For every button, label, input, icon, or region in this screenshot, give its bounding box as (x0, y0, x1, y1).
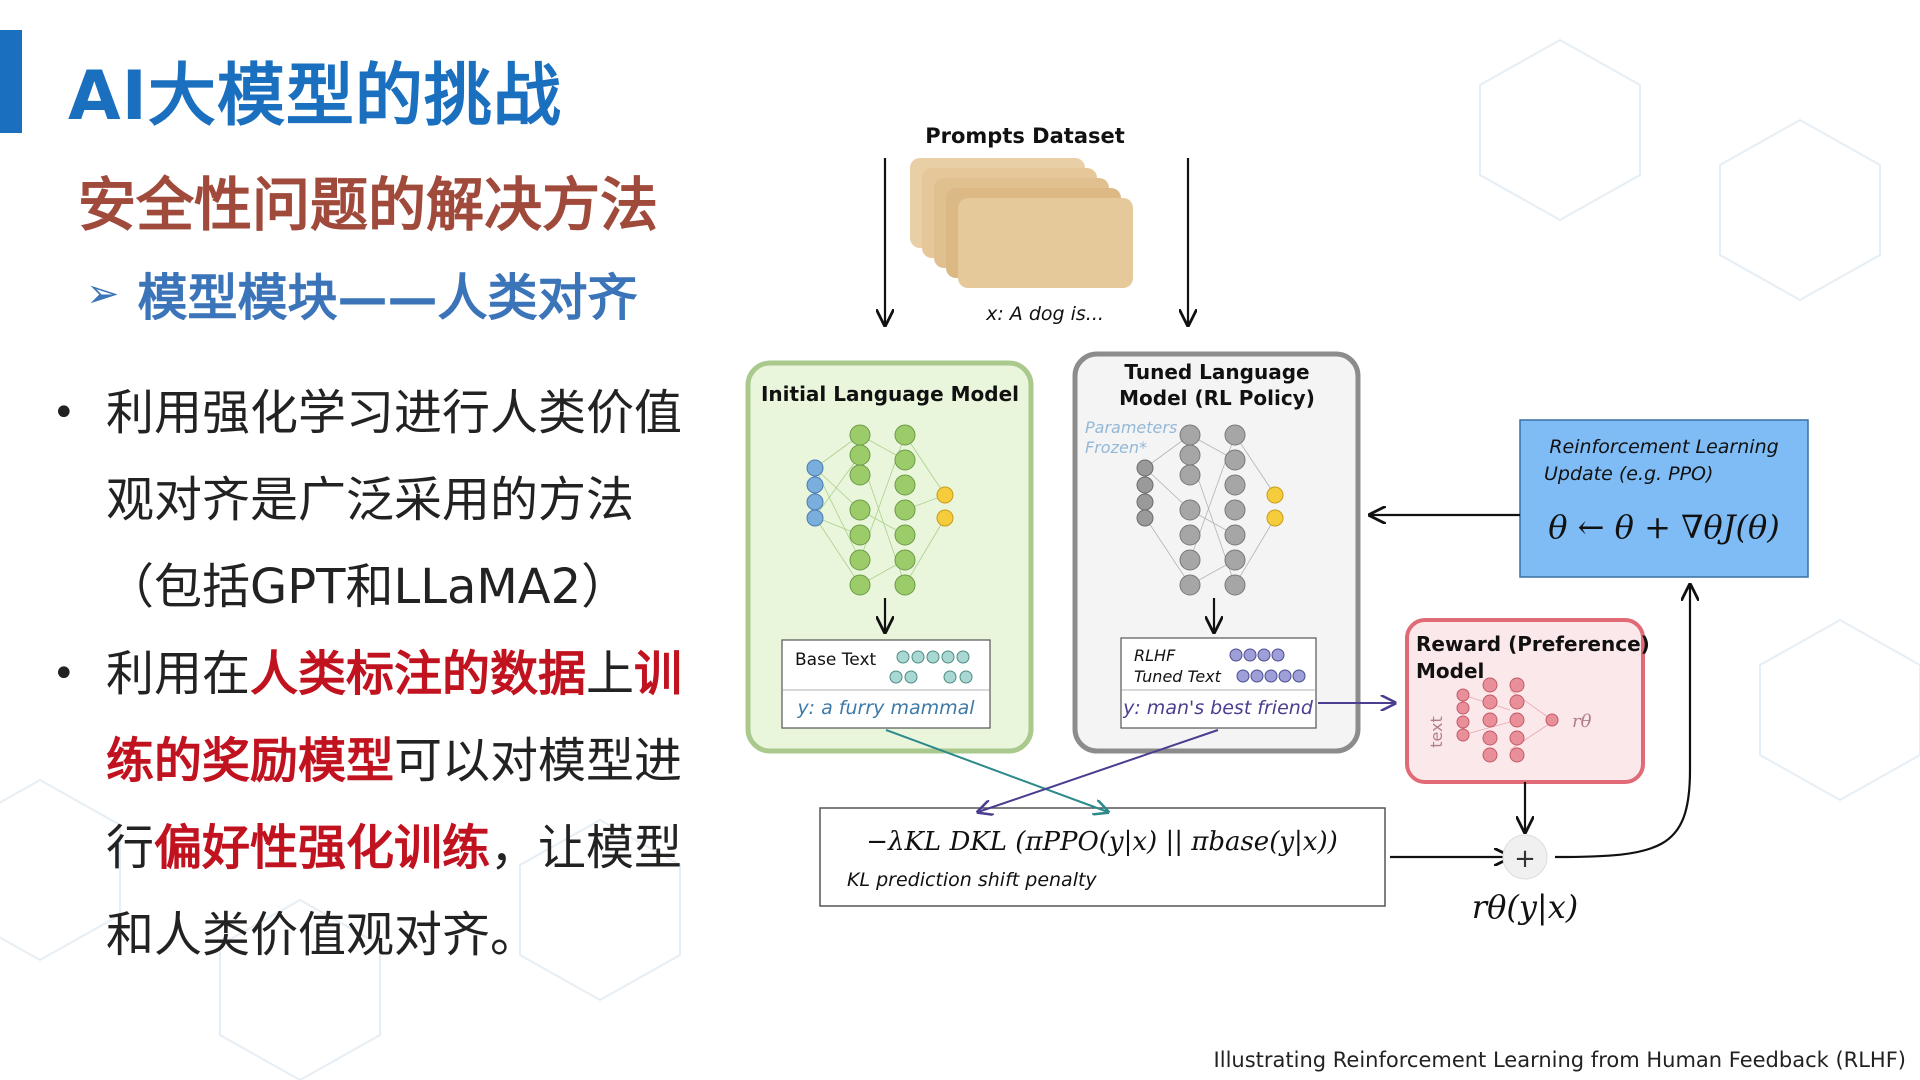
figure-caption: Illustrating Reinforcement Learning from… (1213, 1048, 1906, 1072)
rl-update-title-line-1: Reinforcement Learning (1549, 436, 1778, 458)
slide-title: AI大模型的挑战 (68, 57, 562, 136)
rlhf-diagram: Prompts Dataset x: A dog is... Initial L… (745, 124, 1809, 926)
bullet-1-line-1: 利用强化学习进行人类价值 (106, 385, 683, 441)
sum-symbol: + (1514, 844, 1536, 874)
rl-update-formula: θ ← θ + ∇θJ(θ) (1548, 508, 1780, 546)
reward-network-icon (1456, 677, 1559, 763)
tuned-lm-title-line-1: Tuned Language (1124, 360, 1309, 384)
bullet-2-line-2: 练的奖励模型可以对模型进 (106, 718, 698, 805)
highlight-text: 人类标注的数据 (250, 646, 587, 702)
arrow-initial-output-to-kl (885, 729, 1108, 812)
title-accent-bar (0, 30, 22, 133)
bullet-list: • 利用强化学习进行人类价值 观对齐是广泛采用的方法 （包括GPT和LLaMA2… (48, 370, 698, 979)
reward-output-symbol: rθ (1572, 711, 1592, 732)
token-icons (889, 650, 973, 684)
bullet-2-line-1: 利用在人类标注的数据上训 (106, 631, 698, 718)
rl-update-title-line-2: Update (e.g. PPO) (1544, 463, 1713, 485)
text: 利用在 (106, 646, 251, 702)
tuned-output-text: y: man's best friend (1122, 697, 1314, 719)
arrow-sum-to-rl (1554, 585, 1690, 859)
tuned-lm-title-line-2: Model (RL Policy) (1119, 386, 1315, 410)
initial-lm-title: Initial Language Model (761, 382, 1019, 406)
frozen-note-line-1: Parameters (1085, 418, 1177, 437)
bullet-item-1: • 利用强化学习进行人类价值 观对齐是广泛采用的方法 （包括GPT和LLaMA2… (48, 370, 698, 631)
text: 行 (106, 820, 155, 876)
arrow-bullet-icon: ➢ (86, 271, 120, 317)
kl-label: KL prediction shift penalty (847, 869, 1097, 891)
reward-input-label: text (1427, 716, 1446, 748)
highlight-text: 练的奖励模型 (106, 733, 395, 789)
reward-title-line-2: Model (1416, 659, 1484, 683)
token-icons (1229, 648, 1306, 683)
slide-subtitle: 安全性问题的解决方法 (78, 171, 659, 239)
initial-output-text: y: a furry mammal (796, 697, 975, 719)
highlight-text: 偏好性强化训练 (154, 820, 491, 876)
tuned-output-label-line-2: Tuned Text (1134, 667, 1222, 686)
highlight-text: 训 (634, 646, 683, 702)
text: 可以对模型进 (394, 733, 683, 789)
initial-output-label: Base Text (795, 650, 877, 670)
sum-node (1502, 834, 1548, 880)
section-heading-text: 模型模块——人类对齐 (137, 269, 638, 327)
prompt-example: x: A dog is... (985, 303, 1104, 325)
tuned-output-label-line-1: RLHF (1134, 646, 1176, 665)
rl-update-box (1519, 419, 1809, 578)
bullet-2-line-4: 和人类价值观对齐。 (106, 907, 539, 963)
bullet-1-line-2: 观对齐是广泛采用的方法 (106, 472, 635, 528)
frozen-note-line-2: Frozen* (1085, 438, 1147, 457)
prompts-stack-icon (910, 158, 1133, 288)
tuned-network-icon (1136, 424, 1284, 596)
bullet-item-2: • 利用在人类标注的数据上训 练的奖励模型可以对模型进 行偏好性强化训练，让模型… (48, 631, 698, 979)
prompts-dataset-title: Prompts Dataset (925, 124, 1125, 148)
kl-formula: −λKL DKL (πPPO(y|x) || πbase(y|x)) (866, 827, 1338, 857)
initial-output-box (781, 639, 991, 729)
arrow-tuned-output-to-kl (978, 729, 1219, 812)
kl-penalty-box (819, 807, 1386, 907)
reward-signal: rθ(y|x) (1472, 888, 1578, 926)
bullet-2-line-3: 行偏好性强化训练，让模型 (106, 805, 698, 892)
bullet-dot: • (52, 390, 76, 436)
text: 上 (586, 646, 635, 702)
reward-title-line-1: Reward (Preference) (1416, 632, 1650, 656)
bullet-dot: • (52, 651, 76, 697)
section-heading: ➢ 模型模块——人类对齐 (86, 258, 638, 330)
text: ，让模型 (490, 820, 683, 876)
bullet-1-line-3: （包括GPT和LLaMA2） (106, 559, 630, 615)
initial-network-icon (806, 424, 954, 596)
